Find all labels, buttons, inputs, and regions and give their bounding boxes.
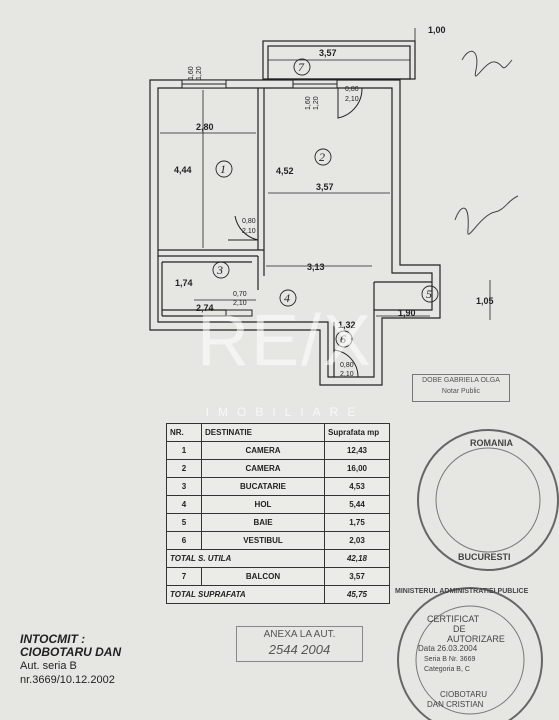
room-number-7: 7 [298,60,305,74]
table-row: 1 CAMERA 12,43 [166,441,390,460]
anexa-stamp: ANEXA LA AUT. 2544 2004 [236,626,363,662]
footer-author: CIOBOTARU DAN [20,645,122,659]
cert-line2: DE [453,624,466,634]
row-nr: 4 [166,495,202,514]
total-row: TOTAL SUPRAFATA 45,75 [166,585,390,604]
row-nr: 5 [166,513,202,532]
total-util-value: 42,18 [324,549,390,568]
cert-line3: AUTORIZARE [447,634,505,644]
total-util-label: TOTAL S. UTILA [166,549,325,568]
row-nr: 2 [166,459,202,478]
total-util-row: TOTAL S. UTILA 42,18 [166,549,390,568]
footer-number: nr.3669/10.12.2002 [20,674,115,686]
cert-date: Data 26.03.2004 [418,644,478,653]
round-stamp-ministry [397,587,543,720]
dim-balcony-width: 3,57 [319,48,337,58]
outer-wall [149,79,441,386]
door3-top: 0,70 [233,291,247,298]
row-nr: 6 [166,531,202,550]
win2-top: 1,60 [305,96,312,110]
row-surface: 1,75 [324,513,390,532]
cert-line1: CERTIFICAT [427,614,480,624]
dim-room2-width: 3,57 [316,182,334,192]
door-entry-top: 0,80 [340,362,354,369]
header-destination: DESTINATIE [201,423,325,442]
cert-serial: Seria B Nr. 3669 [424,656,476,663]
cert-category: Categoria B, C [424,666,470,673]
round1-top-text: ROMANIA [470,438,513,448]
row-destination: CAMERA [201,459,325,478]
door-balcony-top: 0,80 [345,86,359,93]
table-row: 6 VESTIBUL 2,03 [166,531,390,550]
row-surface: 16,00 [324,459,390,478]
room-number-6: 6 [340,332,346,346]
door1-top: 0,80 [242,218,256,225]
notary-rect-stamp: DOBE GABRIELA OLGA Notar Public [412,374,510,402]
row-destination: BUCATARIE [201,477,325,496]
win1-top: 1,60 [188,66,195,80]
round-stamp-bucuresti [417,429,559,571]
door-balcony-bottom: 2,10 [345,96,359,103]
dim-kitchen-height: 1,74 [175,278,193,288]
table-row: 5 BAIE 1,75 [166,513,390,532]
balcony-surface: 3,57 [324,567,390,586]
watermark-logo: RE/X [196,301,374,381]
room-number-1: 1 [220,162,226,176]
signature-top [461,50,513,77]
round1-bottom-text: BUCURESTI [458,552,511,562]
total-value: 45,75 [324,585,390,604]
header-surface: Suprafata mp [324,423,390,442]
dim-room1-height: 4,44 [174,165,192,175]
balcony-row: 7 BALCON 3,57 [166,567,390,586]
row-nr: 1 [166,441,202,460]
total-label: TOTAL SUPRAFATA [166,585,325,604]
room-number-4: 4 [284,291,290,305]
anexa-label: ANEXA LA AUT. [263,629,336,640]
notary-line2: Notar Public [441,388,481,395]
row-surface: 4,53 [324,477,390,496]
row-destination: VESTIBUL [201,531,325,550]
row-nr: 3 [166,477,202,496]
balcony-nr: 7 [166,567,202,586]
anexa-value: 2544 2004 [268,642,331,657]
round2-ring-text: MINISTERUL ADMINISTRATIEI PUBLICE [395,588,529,595]
dim-vestibule-width: 1,32 [338,320,356,330]
dim-balcony-depth: 1,00 [428,25,446,35]
balcony-destination: BALCON [201,567,325,586]
cert-name2: DAN CRISTIAN [427,700,484,709]
header-nr: NR. [166,423,202,442]
notary-line1: DOBE GABRIELA OLGA [422,377,500,384]
table-row: 3 BUCATARIE 4,53 [166,477,390,496]
door3-bottom: 2,10 [233,300,247,307]
win2-bottom: 1,20 [313,96,320,110]
dim-room1-width: 2,80 [196,122,214,132]
row-surface: 5,44 [324,495,390,514]
cert-name1: CIOBOTARU [440,690,487,699]
table-row: 2 CAMERA 16,00 [166,459,390,478]
row-destination: HOL [201,495,325,514]
door1-bottom: 2,10 [242,228,256,235]
signature-middle [454,195,519,235]
room-number-5: 5 [426,287,432,301]
table-row: 4 HOL 5,44 [166,495,390,514]
footer-title: INTOCMIT : [20,632,86,646]
surface-table: NR. DESTINATIE Suprafata mp 1 CAMERA 12,… [166,423,390,604]
room-number-2: 2 [319,150,325,164]
door-entry-bottom: 2,10 [340,371,354,378]
row-destination: CAMERA [201,441,325,460]
row-surface: 12,43 [324,441,390,460]
row-destination: BAIE [201,513,325,532]
dim-kitchen-width: 2,74 [196,303,214,313]
row-surface: 2,03 [324,531,390,550]
room-number-3: 3 [216,263,223,277]
win1-bottom: 1,20 [196,66,203,80]
watermark-subtitle: IMOBILIARE [205,405,365,419]
dim-hall-width: 3,13 [307,262,325,272]
dim-bath-width: 1,90 [398,308,416,318]
dim-bath-height: 1,05 [476,296,494,306]
dim-room2-height: 4,52 [276,166,294,176]
footer-series: Aut. seria B [20,660,77,672]
